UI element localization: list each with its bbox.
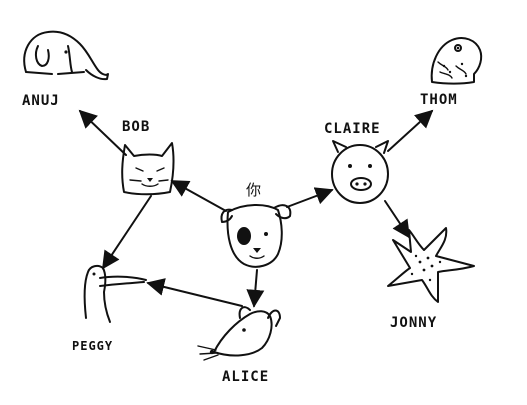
- node-label-jonny: JONNY: [390, 315, 437, 331]
- node-label-peggy: PEGGY: [72, 339, 113, 353]
- node-label-you: 你: [246, 181, 261, 199]
- edges: [78, 109, 434, 308]
- edge-claire-jonny: [384, 200, 410, 239]
- edge-alice-peggy: [146, 278, 243, 307]
- pig-icon: [331, 140, 389, 204]
- rat-icon: [197, 306, 281, 361]
- elephant-icon: [23, 30, 109, 81]
- node-label-anuj: ANUJ: [22, 93, 60, 109]
- edge-you-alice: [246, 269, 265, 308]
- dog-icon: [220, 204, 292, 268]
- cat-icon: [121, 142, 175, 196]
- node-label-claire: CLAIRE: [324, 121, 381, 137]
- starfish-icon: [387, 227, 475, 303]
- edge-you-bob: [170, 180, 227, 212]
- fish-icon: [430, 37, 483, 85]
- edge-claire-thom: [387, 109, 434, 152]
- node-label-alice: ALICE: [222, 369, 269, 385]
- edge-bob-peggy: [102, 195, 152, 270]
- node-label-bob: BOB: [122, 119, 150, 135]
- edge-bob-anuj: [78, 109, 127, 156]
- node-label-thom: THOM: [420, 92, 458, 108]
- person-icon: [83, 264, 147, 323]
- edge-you-claire: [286, 187, 334, 208]
